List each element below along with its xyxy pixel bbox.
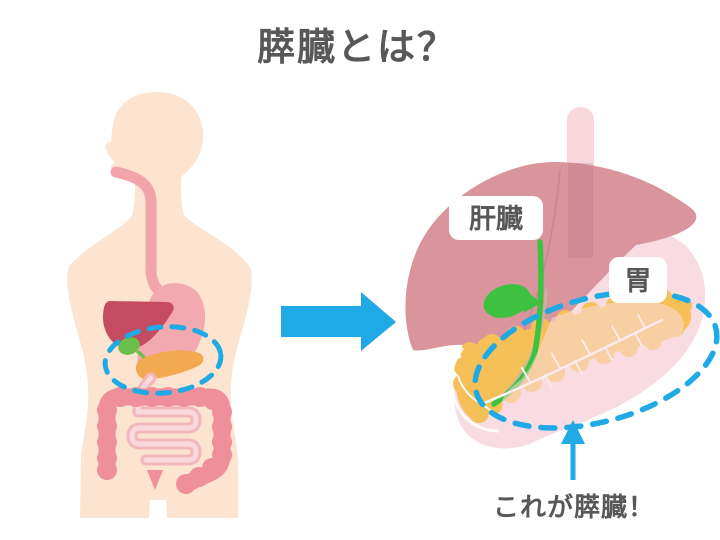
body-figure: [67, 92, 252, 518]
pancreas-highlight-ellipse-right: [472, 289, 720, 431]
gallbladder-right: [483, 284, 541, 318]
liver-left: [103, 301, 174, 349]
page-title: 膵臓とは？: [257, 27, 457, 69]
pancreas-callout-text: これが膵臓！: [493, 492, 655, 522]
arrow-up-icon: [561, 420, 585, 444]
stomach-front-overlay: [501, 301, 684, 420]
rectum: [147, 470, 163, 490]
esophagus-over-liver: [568, 163, 593, 258]
liver-label-text: 肝臓: [469, 204, 523, 234]
organs-closeup: 肝臓 胃: [405, 107, 720, 449]
duodenum-gap-line: [449, 347, 500, 433]
arrow-right-icon: [281, 292, 396, 351]
pancreas-highlight-ellipse-left: [102, 324, 224, 396]
pancreas-callout: これが膵臓！: [493, 420, 655, 522]
small-intestine: [126, 372, 202, 466]
pancreas-left: [135, 350, 204, 380]
liver-label: 肝臓: [449, 196, 543, 240]
stomach-label: 胃: [609, 257, 667, 303]
stomach-label-text: 胃: [625, 266, 652, 296]
